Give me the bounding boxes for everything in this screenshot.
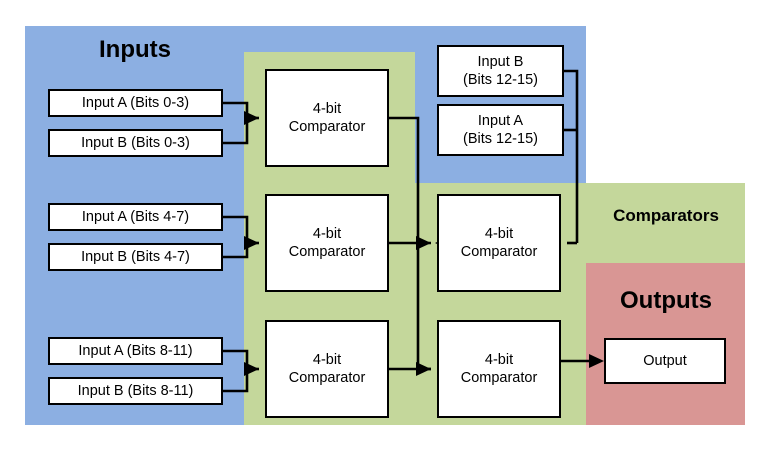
- comparator-box-4[interactable]: 4-bit Comparator: [437, 194, 561, 292]
- comparator-box-2[interactable]: 4-bit Comparator: [265, 194, 389, 292]
- input-box-b-bits-12-15[interactable]: Input B (Bits 12-15): [437, 45, 564, 97]
- zone-title-inputs: Inputs: [99, 36, 171, 63]
- zone-title-outputs: Outputs: [620, 287, 712, 314]
- zone-title-comparators: Comparators: [613, 206, 719, 225]
- input-box-b-bits-8-11[interactable]: Input B (Bits 8-11): [48, 377, 223, 405]
- input-box-a-bits-4-7[interactable]: Input A (Bits 4-7): [48, 203, 223, 231]
- comparator-box-3[interactable]: 4-bit Comparator: [265, 320, 389, 418]
- input-box-a-bits-0-3[interactable]: Input A (Bits 0-3): [48, 89, 223, 117]
- input-box-b-bits-0-3[interactable]: Input B (Bits 0-3): [48, 129, 223, 157]
- comparator-box-1[interactable]: 4-bit Comparator: [265, 69, 389, 167]
- input-box-b-bits-4-7[interactable]: Input B (Bits 4-7): [48, 243, 223, 271]
- zone-comparators-label: [586, 183, 745, 263]
- input-box-a-bits-8-11[interactable]: Input A (Bits 8-11): [48, 337, 223, 365]
- output-box[interactable]: Output: [604, 338, 726, 384]
- zone-inputs-top-strip: [244, 26, 415, 52]
- input-box-a-bits-12-15[interactable]: Input A (Bits 12-15): [437, 104, 564, 156]
- comparator-box-5[interactable]: 4-bit Comparator: [437, 320, 561, 418]
